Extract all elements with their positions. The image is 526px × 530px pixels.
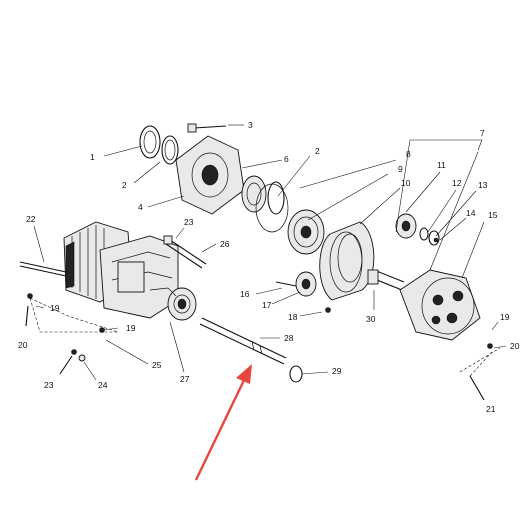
callout-10: 10 [401, 178, 411, 188]
callout-24: 24 [98, 380, 108, 390]
carrier-9 [255, 183, 325, 255]
part-22-long-stud [19, 261, 67, 277]
callout-19a: 19 [50, 303, 60, 313]
callout-11: 11 [437, 160, 446, 170]
callout-12: 12 [452, 178, 462, 188]
callout-9: 9 [398, 164, 403, 174]
callout-18: 18 [288, 312, 298, 322]
callout-30: 30 [366, 314, 376, 324]
callout-22: 22 [26, 214, 36, 224]
callout-21: 21 [486, 404, 496, 414]
callout-27: 27 [180, 374, 190, 384]
axle-shaft-28 [199, 317, 303, 383]
callout-2a: 2 [122, 180, 127, 190]
planet-carrier-15 [399, 269, 481, 341]
callout-20a: 20 [18, 340, 28, 350]
callout-13: 13 [478, 180, 488, 190]
callout-20b: 20 [510, 341, 520, 351]
callout-19b: 19 [126, 323, 136, 333]
ring-gear-10 [319, 221, 375, 301]
part-26-bolt [163, 235, 207, 269]
sun-shaft-30 [367, 269, 405, 291]
callout-6: 6 [284, 154, 289, 164]
callout-23a: 23 [184, 217, 194, 227]
callout-16: 16 [240, 289, 250, 299]
hub-flange-4 [139, 123, 245, 215]
right-fasteners [459, 343, 501, 401]
bearing-6 [241, 175, 285, 215]
callout-28: 28 [284, 333, 294, 343]
callout-14: 14 [466, 208, 476, 218]
axle-housing [63, 221, 197, 321]
callout-4: 4 [138, 202, 143, 212]
red-pointer-arrow [194, 364, 252, 481]
gears-11-14 [395, 213, 440, 246]
callout-7: 7 [480, 128, 485, 138]
callout-26: 26 [220, 239, 230, 249]
callout-19c: 19 [500, 312, 510, 322]
callout-1: 1 [90, 152, 95, 162]
callout-29: 29 [332, 366, 342, 376]
callout-3: 3 [248, 120, 253, 130]
callout-15: 15 [488, 210, 498, 220]
callout-2b: 2 [315, 146, 320, 156]
left-fasteners [25, 293, 119, 375]
callout-labels: 1 2 2 3 4 6 7 8 9 10 11 12 13 14 15 16 1… [18, 120, 520, 414]
callout-23b: 23 [44, 380, 54, 390]
callout-8: 8 [406, 149, 411, 159]
callout-25: 25 [152, 360, 162, 370]
leader-lines [33, 124, 507, 381]
callout-17: 17 [262, 300, 272, 310]
washer-16-18 [275, 271, 331, 313]
